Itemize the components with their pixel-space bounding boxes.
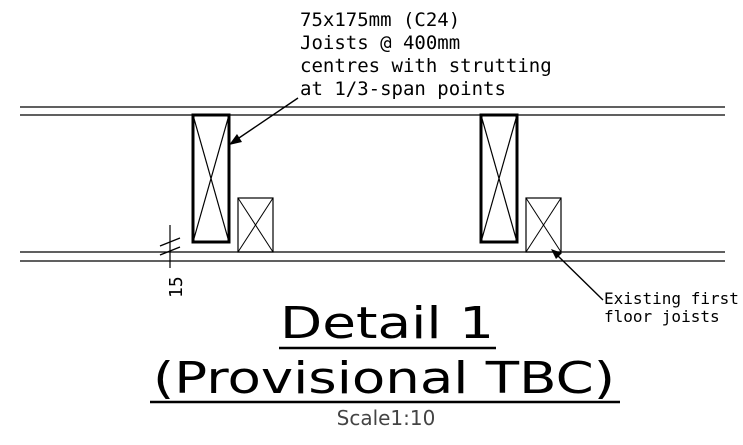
existing-line-1: Existing first (604, 289, 739, 308)
annotation-line-2: Joists @ 400mm (300, 32, 460, 54)
existing-line-2: floor joists (604, 307, 720, 326)
provisional-title: (Provisional TBC) (153, 353, 615, 404)
leader-existing-joists (551, 249, 604, 301)
existing-joist-right (525, 197, 562, 253)
detail-title: Detail 1 (280, 298, 494, 349)
dimension-text: 15 (166, 276, 187, 298)
title-block: Detail 1 (Provisional TBC) Scale1:10 (150, 298, 620, 430)
dimension-marker: 15 (159, 225, 187, 298)
annotation-line-3: centres with strutting (300, 55, 552, 77)
new-joist-right (479, 113, 519, 244)
annotation-line-4: at 1/3-span points (300, 78, 506, 100)
new-joist-annotation: 75x175mm (C24) Joists @ 400mm centres wi… (300, 9, 552, 100)
existing-joist-left (237, 197, 274, 253)
new-joist-left (191, 113, 231, 244)
annotation-line-1: 75x175mm (C24) (300, 9, 460, 31)
leader-new-joists (229, 97, 299, 145)
upper-board-lines (20, 106, 725, 116)
lower-board-lines (20, 251, 725, 262)
scale-text: Scale1:10 (337, 406, 436, 430)
existing-joist-annotation: Existing first floor joists (604, 289, 739, 326)
